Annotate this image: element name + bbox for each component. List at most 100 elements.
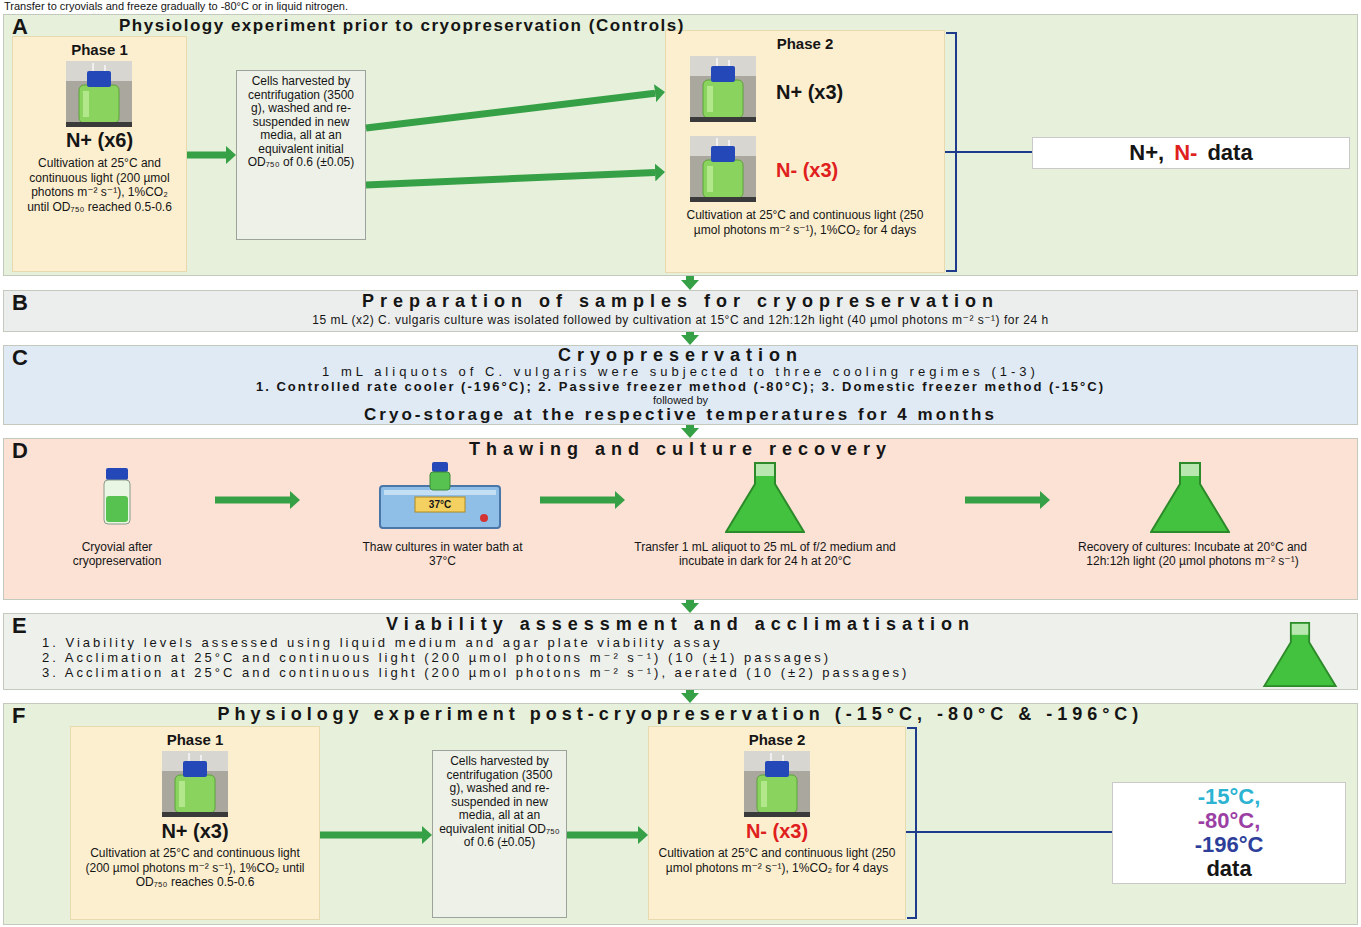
panel-title: Thawing and culture recovery (4, 439, 1357, 460)
treatment-label: N+ (x3) (776, 80, 938, 104)
step-caption: Transfer 1 mL aliquot to 25 mL of f/2 me… (615, 540, 915, 568)
water-bath-icon (380, 486, 500, 528)
data-label: data (1207, 140, 1252, 166)
phase-heading: Phase 2 (672, 35, 938, 53)
panel-band: CCryopreservation1 mL aliquots of C. vul… (3, 345, 1358, 425)
bottle-photo (66, 56, 810, 817)
panel-text: Cryo-storage at the respective temperatu… (4, 406, 1357, 424)
bracket-line (945, 151, 1032, 153)
data-box: N+,N-data (1032, 137, 1350, 169)
flow-arrow (686, 690, 694, 693)
water-bath-icon (480, 514, 488, 522)
flow-arrow (686, 425, 694, 428)
data-label: -80°C, (1117, 809, 1341, 833)
step-arrow (215, 497, 1040, 504)
bottle-photo (66, 61, 132, 127)
panel-subtitle: 15 mL (x2) C. vulgaris culture was isola… (4, 312, 1357, 328)
panel-title: Viability assessment and acclimatisation (4, 614, 1357, 635)
flask-icon (1264, 623, 1336, 686)
bracket-line (906, 831, 1112, 833)
flow-arrow (686, 600, 694, 603)
list-item: 2. Acclimation at 25°C and continuous li… (4, 650, 1357, 665)
panel-title: Cryopreservation (4, 346, 1357, 365)
temperature-display: 37°C (415, 498, 465, 512)
process-box: Cells harvested by centrifugation (3500 … (236, 70, 366, 240)
phase-heading: Phase 1 (19, 41, 180, 59)
bottle-photo (690, 56, 756, 122)
label-slot: Transfer to cryovials and freeze gradual… (4, 0, 1004, 13)
phase-description: Cultivation at 25°C and continuous light… (77, 846, 313, 890)
panel-title: Physiology experiment post-cryopreservat… (4, 704, 1357, 725)
flow-arrow (366, 93, 655, 128)
process-box: Cells harvested by centrifugation (3500 … (432, 750, 567, 918)
panel-band: APhysiology experiment prior to cryopres… (3, 14, 1358, 276)
water-bath-icon (384, 490, 496, 495)
label-slot: Thaw cultures in water bath at 37°C (355, 540, 530, 568)
label-slot: Recovery of cultures: Incubate at 20°C a… (1060, 540, 1325, 568)
bracket (946, 33, 956, 271)
flask-icon (726, 463, 1336, 686)
phase-description: Cultivation at 25°C and continuous light… (655, 846, 899, 875)
data-label: data (1117, 857, 1341, 881)
data-label: N+, (1129, 140, 1164, 166)
panel-text: 1. Controlled rate cooler (-196°C); 2. P… (4, 379, 1357, 394)
bottle-photo (744, 751, 810, 817)
phase-box: Phase 1 N+ (x3) Cultivation at 25°C and co… (70, 726, 320, 920)
bottle-photo (690, 136, 756, 202)
process-text: Cells harvested by centrifugation (3500 … (438, 755, 561, 850)
water-bath-icon (432, 462, 448, 472)
flow-arrow (187, 152, 226, 159)
panel-band: BPreparation of samples for cryopreserva… (3, 290, 1358, 332)
cryovial-icon (106, 496, 128, 522)
treatment-label: N+ (x3) (77, 819, 313, 843)
panel-band: EViability assessment and acclimatisatio… (3, 613, 1358, 690)
cryovial-icon (104, 480, 130, 524)
flask-icon (1151, 463, 1229, 532)
step-caption: Recovery of cultures: Incubate at 20°C a… (1060, 540, 1325, 568)
panel-text: followed by (4, 394, 1357, 406)
step-arrow (965, 497, 1040, 504)
panel-title: Preparation of samples for cryopreservat… (4, 291, 1357, 312)
flow-arrow (686, 276, 694, 280)
data-box: -15°C,-80°C,-196°Cdata (1112, 782, 1346, 884)
label-slot: Cryovial after cryopreservation (42, 540, 192, 568)
flow-arrow (567, 832, 638, 839)
label-slot: 37°C (415, 498, 465, 512)
connector-group (187, 93, 1112, 835)
water-bath-icon (430, 472, 450, 490)
step-caption: Thaw cultures in water bath at 37°C (355, 540, 530, 568)
process-text: Cells harvested by centrifugation (3500 … (242, 75, 360, 170)
flow-arrow (686, 332, 694, 335)
panel-band: DThawing and culture recovery (3, 438, 1358, 600)
bottle-photo (162, 751, 228, 817)
water-bath-icon (380, 462, 500, 528)
phase-box: Phase 2 N+ (x3) N- (x3) Cultivation at 25°C… (665, 30, 945, 273)
label-slot: Transfer 1 mL aliquot to 25 mL of f/2 me… (615, 540, 915, 568)
list-item: 1. Viability levels assessed using liqui… (4, 635, 1357, 650)
data-label: -196°C (1117, 833, 1341, 857)
list-item: 3. Acclimation at 25°C and continuous li… (4, 665, 1357, 680)
phase-description: Cultivation at 25°C and continuous light… (672, 208, 938, 237)
treatment-label: N- (x3) (655, 819, 899, 843)
phase-heading: Phase 2 (655, 731, 899, 749)
cryovial-icon (104, 468, 130, 524)
treatment-label: N- (x3) (776, 158, 938, 182)
panel-text: 1 mL aliquots of C. vulgaris were subjec… (4, 365, 1357, 379)
flow-arrow (366, 172, 655, 185)
panel-title: Physiology experiment prior to cryoprese… (4, 15, 1357, 37)
phase-heading: Phase 1 (77, 731, 313, 749)
phase-box: Phase 1N+ (x6)Cultivation at 25°C and co… (12, 36, 187, 272)
bracket (907, 728, 916, 918)
step-caption: Cryovial after cryopreservation (42, 540, 192, 568)
cryovial-icon (106, 468, 128, 480)
panel-band: FPhysiology experiment post-cryopreserva… (3, 703, 1358, 925)
treatment-label: N+ (x6) (19, 128, 180, 152)
data-label: -15°C, (1117, 785, 1341, 809)
step-arrow (540, 497, 615, 504)
flask-icon (726, 463, 804, 532)
phase-box: Phase 2 N- (x3) Cultivation at 25°C and co… (648, 726, 906, 920)
step-arrow (215, 497, 290, 504)
